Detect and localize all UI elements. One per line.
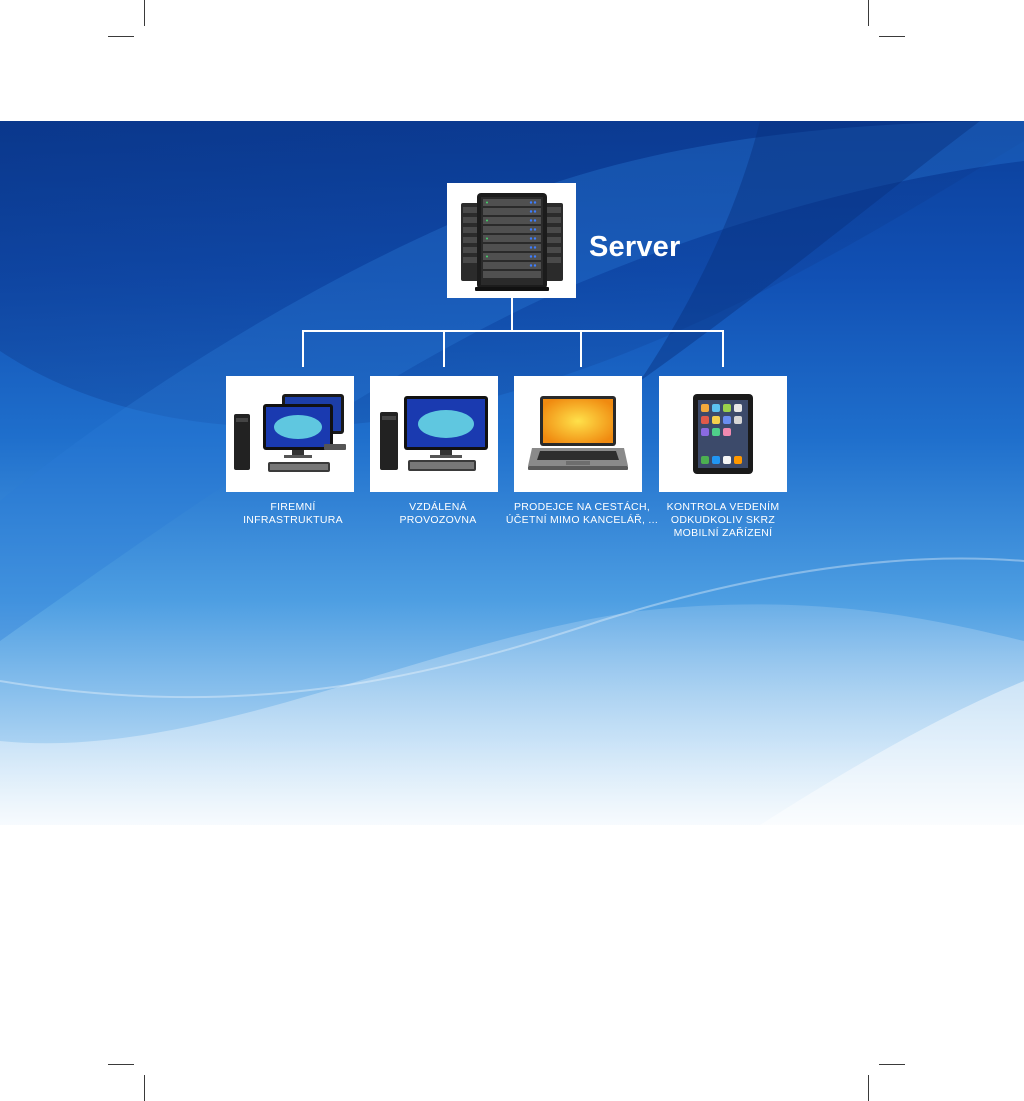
server-rack-icon xyxy=(460,192,563,291)
crop-mark xyxy=(144,1075,145,1101)
caption-line: ODKUDKOLIV SKRZ xyxy=(670,514,776,526)
server-node xyxy=(447,183,576,298)
connector-line xyxy=(580,330,582,367)
device-caption: KONTROLA VEDENÍM ODKUDKOLIV SKRZ MOBILNÍ… xyxy=(643,501,803,540)
desktop-computers-icon xyxy=(234,394,346,472)
device-caption: VZDÁLENÁ PROVOZOVNA xyxy=(358,501,518,527)
caption-line: MOBILNÍ ZAŘÍZENÍ xyxy=(673,527,773,539)
caption-line: KONTROLA VEDENÍM xyxy=(666,501,780,513)
device-node-company-infrastructure xyxy=(226,376,354,492)
server-label: Server xyxy=(589,231,681,263)
device-caption: PRODEJCE NA CESTÁCH, ÚČETNÍ MIMO KANCELÁ… xyxy=(502,501,662,527)
caption-line: PROVOZOVNA xyxy=(399,514,477,526)
crop-mark xyxy=(879,1064,905,1065)
connector-line xyxy=(443,330,445,367)
caption-line: ÚČETNÍ MIMO KANCELÁŘ, ... xyxy=(505,514,659,526)
connector-line xyxy=(302,330,724,332)
caption-line: FIREMNÍ xyxy=(270,501,316,513)
crop-mark xyxy=(108,36,134,37)
crop-mark xyxy=(868,1075,869,1101)
caption-line: INFRASTRUKTURA xyxy=(243,514,343,526)
crop-mark xyxy=(108,1064,134,1065)
connector-line xyxy=(511,298,513,331)
device-node-travelling-sales xyxy=(514,376,642,492)
caption-line: PRODEJCE NA CESTÁCH, xyxy=(513,501,651,513)
connector-line xyxy=(302,330,304,367)
tablet-icon xyxy=(693,394,753,474)
device-node-mobile-management xyxy=(659,376,787,492)
device-node-remote-office xyxy=(370,376,498,492)
device-caption: FIREMNÍ INFRASTRUKTURA xyxy=(213,501,373,527)
crop-mark xyxy=(879,36,905,37)
desktop-computer-icon xyxy=(380,396,488,471)
diagram-panel: Server FIREMNÍ INFRASTRUKTURA xyxy=(0,121,1024,825)
crop-mark xyxy=(868,0,869,26)
crop-mark xyxy=(144,0,145,26)
laptop-icon xyxy=(528,396,628,470)
connector-line xyxy=(722,330,724,367)
caption-line: VZDÁLENÁ xyxy=(409,501,467,513)
